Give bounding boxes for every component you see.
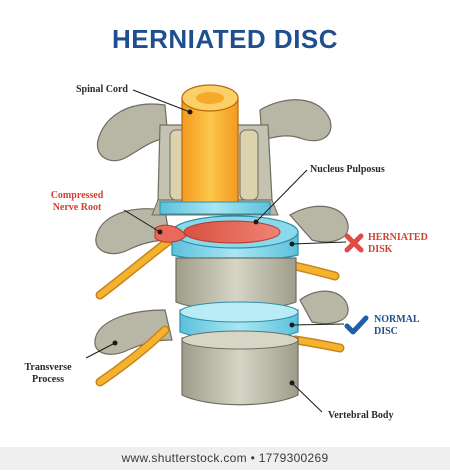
label-normal-line2: DISC (374, 326, 398, 337)
blue-check-icon (344, 315, 369, 335)
label-compressed-nerve-root: Compressed Nerve Root (33, 190, 121, 214)
label-herniated-line2: DISK (368, 244, 393, 255)
label-transverse-line1: Transverse (24, 362, 72, 373)
page-title: HERNIATED DISC (111, 24, 339, 54)
herniated-disc (154, 215, 299, 261)
label-normal-disc: NORMAL DISC (374, 314, 420, 338)
red-cross-icon (344, 233, 364, 253)
label-compressed-line2: Nerve Root (52, 202, 102, 213)
watermark-footer: www.shutterstock.com • 1779300269 (0, 447, 450, 470)
vertebral-body-lower (181, 330, 299, 406)
label-transverse-line2: Process (31, 374, 65, 385)
spinal-cord (181, 84, 239, 214)
nerve-roots (95, 235, 345, 387)
upper-disc (159, 201, 271, 215)
label-herniated-line1: HERNIATED (368, 232, 428, 243)
label-compressed-line1: Compressed (50, 190, 104, 201)
label-normal-line1: NORMAL (374, 314, 420, 325)
label-transverse-process: Transverse Process (18, 362, 78, 386)
label-vertebral-body: Vertebral Body (328, 410, 394, 421)
transverse-processes (94, 99, 349, 355)
leader-lines (85, 89, 347, 413)
label-herniated-disk: HERNIATED DISK (368, 232, 428, 256)
label-nucleus-pulposus: Nucleus Pulposus (310, 164, 385, 175)
label-spinal-cord: Spinal Cord (76, 84, 128, 95)
